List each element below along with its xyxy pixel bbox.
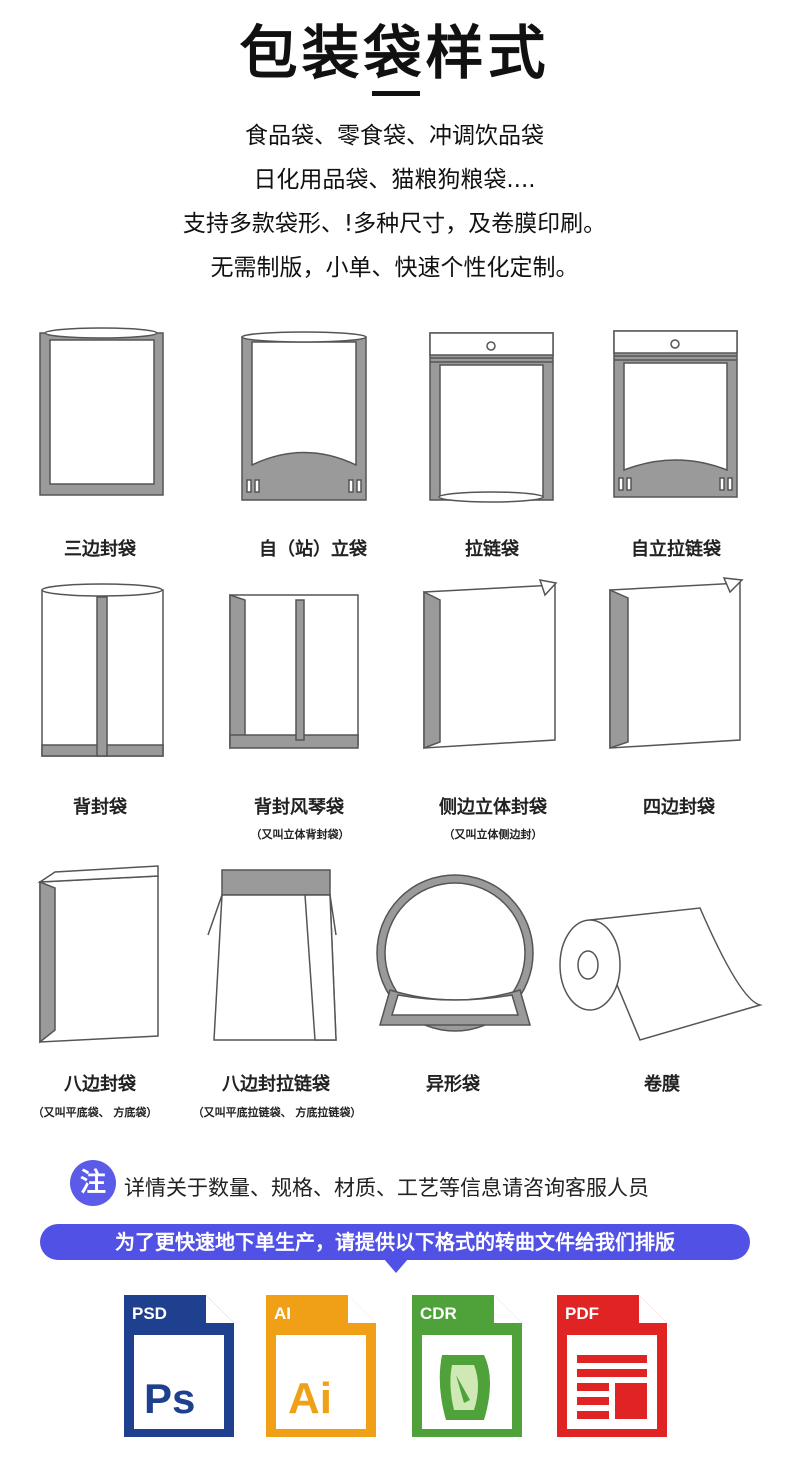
coreldraw-icon (439, 1355, 490, 1420)
intro-line-4: 无需制版，小单、快速个性化定制。 (210, 255, 579, 281)
bag-label: 卷膜 (644, 1074, 680, 1095)
ai-ext: AI (274, 1304, 291, 1323)
bag-label: 四边封袋 (643, 797, 715, 818)
psd-file-icon: PSD Ps (124, 1295, 234, 1437)
bag-label: 三边封袋 (64, 539, 136, 560)
bag-label: 自立拉链袋 (631, 539, 721, 560)
notice-text: 详情关于数量、规格、材质、工艺等信息请咨询客服人员 (124, 1176, 649, 1200)
psd-ext: PSD (132, 1304, 167, 1323)
stand-up-zipper-pouch-icon (613, 330, 738, 498)
roll-film-icon (559, 907, 763, 1041)
gusset-back-seal-bag-icon (229, 593, 359, 750)
bag-label: 背封袋 (73, 797, 127, 818)
bag-label: 拉链袋 (465, 539, 519, 560)
file-format-banner: 为了更快速地下单生产，请提供以下格式的转曲文件给我们排版 (40, 1224, 750, 1260)
bag-label: 八边封袋 (64, 1074, 136, 1095)
bag-styles-illustration (37, 327, 763, 1044)
flat-bottom-zipper-bag-icon (207, 869, 337, 1041)
bag-note: （又叫立体背封袋） (250, 828, 350, 841)
flat-bottom-bag-icon (37, 865, 159, 1044)
bag-note: （又叫立体侧边封） (443, 828, 543, 841)
side-gusset-bag-icon (423, 579, 558, 750)
notice-badge: 注 (70, 1160, 116, 1206)
bag-note: （又叫平底袋、 方底袋） (32, 1106, 158, 1119)
three-side-seal-bag-icon (39, 327, 164, 496)
pdf-file-icon: PDF (557, 1295, 667, 1437)
cdr-file-icon: CDR (412, 1295, 522, 1437)
file-format-icons: PSD Ps AI Ai CDR PDF (124, 1295, 667, 1437)
stand-up-pouch-icon (241, 331, 367, 501)
ai-file-icon: AI Ai (266, 1295, 376, 1437)
psd-glyph: Ps (144, 1375, 195, 1422)
bag-label: 八边封拉链袋 (222, 1074, 330, 1095)
intro-line-1: 食品袋、零食袋、冲调饮品袋 (245, 123, 544, 149)
banner-pointer (384, 1259, 408, 1273)
bag-label: 自（站）立袋 (259, 539, 367, 560)
bag-label: 背封风琴袋 (254, 797, 344, 818)
bag-note: （又叫平底拉链袋、 方底拉链袋） (192, 1106, 362, 1119)
title-underline (372, 91, 420, 96)
intro-line-3: 支持多款袋形、!多种尺寸，及卷膜印刷。 (182, 211, 607, 237)
zipper-bag-icon (429, 332, 554, 503)
page-title: 包装袋样式 (239, 19, 550, 87)
document-lines-icon (577, 1355, 647, 1419)
shaped-bag-icon (376, 874, 534, 1032)
cdr-ext: CDR (420, 1304, 457, 1323)
intro-line-2: 日化用品袋、猫粮狗粮袋.... (253, 167, 536, 193)
ai-glyph: Ai (288, 1374, 332, 1423)
bag-label: 侧边立体封袋 (439, 797, 547, 818)
four-side-seal-bag-icon (609, 577, 744, 750)
pdf-ext: PDF (565, 1304, 599, 1323)
back-seal-bag-icon (41, 583, 164, 757)
bag-label: 异形袋 (426, 1074, 480, 1095)
